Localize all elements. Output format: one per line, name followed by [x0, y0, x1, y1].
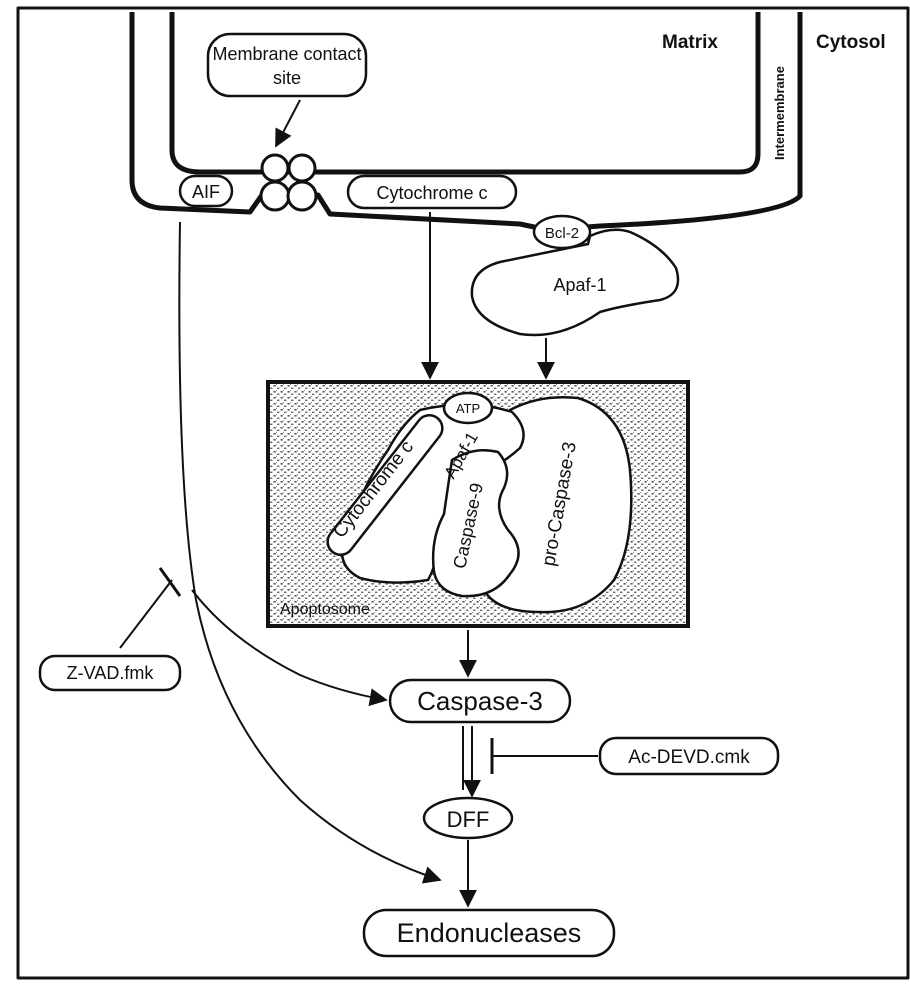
bcl2-label: Bcl-2 [545, 225, 579, 242]
zvad-label: Z-VAD.fmk [67, 663, 155, 683]
membrane-contact-site-label-2: site [273, 68, 301, 88]
aif-label: AIF [192, 182, 220, 202]
acdevd-label: Ac-DEVD.cmk [628, 747, 750, 768]
apoptosome-label: Apoptosome [280, 601, 370, 618]
matrix-label: Matrix [662, 32, 718, 53]
cytochrome-c-label: Cytochrome c [376, 183, 487, 203]
caspase3-label: Caspase-3 [417, 686, 543, 716]
membrane-contact-site-pores [261, 155, 316, 210]
atp-label: ATP [456, 401, 480, 416]
zvad-inhibition-line [120, 580, 172, 648]
membrane-contact-site-label: Membrane contact [212, 44, 361, 64]
contact-site-arrow [276, 100, 300, 146]
endonucleases-label: Endonucleases [397, 918, 582, 948]
apaf1-label: Apaf-1 [553, 275, 606, 295]
cytosol-label: Cytosol [816, 32, 886, 53]
intermembrane-label: Intermembrane [772, 66, 787, 160]
dff-label: DFF [447, 807, 490, 832]
